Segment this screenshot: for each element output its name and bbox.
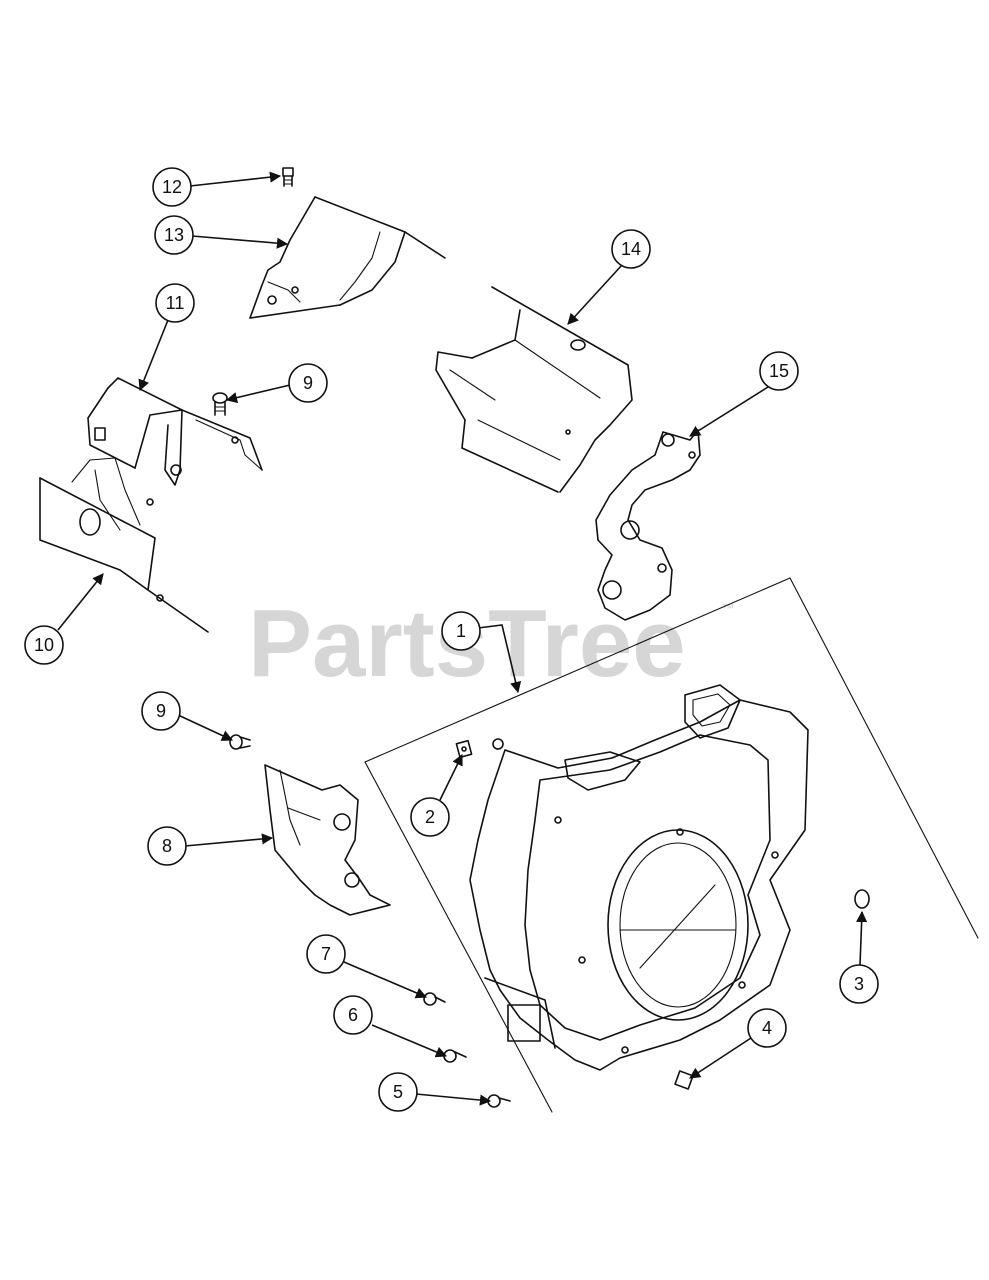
callout-label: 6 xyxy=(348,1005,358,1025)
screw-6[interactable] xyxy=(443,1049,467,1063)
callout-3[interactable]: 3 xyxy=(839,964,879,1004)
screw-5[interactable] xyxy=(487,1094,511,1108)
callout-label: 3 xyxy=(854,974,864,994)
leader-7 xyxy=(343,961,428,999)
leader-5 xyxy=(415,1093,492,1106)
callout-label: 5 xyxy=(393,1082,403,1102)
callout-label: 10 xyxy=(34,635,54,655)
leader-3 xyxy=(856,910,868,966)
callout-label: 13 xyxy=(164,225,184,245)
screw-12[interactable] xyxy=(282,167,294,187)
callout-8[interactable]: 8 xyxy=(147,826,187,866)
callout-9-lower[interactable]: 9 xyxy=(141,691,181,731)
callout-14[interactable]: 14 xyxy=(611,229,651,269)
watermark-trademark: ™ xyxy=(722,601,734,615)
callout-7[interactable]: 7 xyxy=(306,934,346,974)
blower-housing-1[interactable] xyxy=(364,577,979,1113)
callout-label: 9 xyxy=(156,701,166,721)
callout-15[interactable]: 15 xyxy=(759,351,799,391)
callout-4[interactable]: 4 xyxy=(747,1008,787,1048)
leader-10 xyxy=(57,573,104,631)
callout-label: 9 xyxy=(303,373,313,393)
callout-6[interactable]: 6 xyxy=(333,995,373,1035)
shroud-11[interactable] xyxy=(87,377,263,486)
callout-13[interactable]: 13 xyxy=(154,215,194,255)
shroud-14[interactable] xyxy=(435,286,633,493)
callout-11[interactable]: 11 xyxy=(155,283,195,323)
callout-9-upper[interactable]: 9 xyxy=(288,363,328,403)
leader-14 xyxy=(567,264,623,325)
leader-lines xyxy=(57,171,868,1106)
leader-12 xyxy=(189,171,282,187)
leader-11 xyxy=(138,319,169,392)
callout-12[interactable]: 12 xyxy=(152,167,192,207)
callout-label: 7 xyxy=(321,944,331,964)
leader-9a xyxy=(225,384,291,404)
leader-8 xyxy=(184,833,274,847)
leader-6 xyxy=(371,1024,448,1058)
callout-2[interactable]: 2 xyxy=(410,797,450,837)
callout-5[interactable]: 5 xyxy=(378,1072,418,1112)
callouts: 12 13 14 11 9 15 10 1 9 2 8 3 7 4 6 5 xyxy=(24,167,879,1112)
screw-9-upper[interactable] xyxy=(212,392,228,416)
screw-7[interactable] xyxy=(423,992,446,1006)
callout-label: 4 xyxy=(762,1018,772,1038)
leader-9b xyxy=(177,714,234,741)
callout-label: 14 xyxy=(621,239,641,259)
bracket-8[interactable] xyxy=(264,764,391,916)
nut-4[interactable] xyxy=(674,1070,694,1090)
leader-15 xyxy=(689,386,769,437)
shroud-10[interactable] xyxy=(39,457,209,633)
screw-9-lower[interactable] xyxy=(229,734,251,750)
callout-label: 2 xyxy=(425,807,435,827)
plug-3[interactable] xyxy=(854,889,870,909)
leader-2 xyxy=(439,753,463,801)
callout-label: 11 xyxy=(166,293,185,313)
callout-label: 12 xyxy=(162,177,182,197)
nut-2[interactable] xyxy=(455,739,473,759)
leader-13 xyxy=(191,235,289,249)
callout-label: 15 xyxy=(769,361,789,381)
callout-1[interactable]: 1 xyxy=(441,611,481,651)
leader-1 xyxy=(477,624,522,694)
callout-10[interactable]: 10 xyxy=(24,625,64,665)
callout-label: 8 xyxy=(162,836,172,856)
bracket-15[interactable] xyxy=(595,429,701,621)
shroud-13[interactable] xyxy=(249,196,446,319)
leader-4 xyxy=(689,1037,752,1079)
callout-label: 1 xyxy=(456,621,466,641)
